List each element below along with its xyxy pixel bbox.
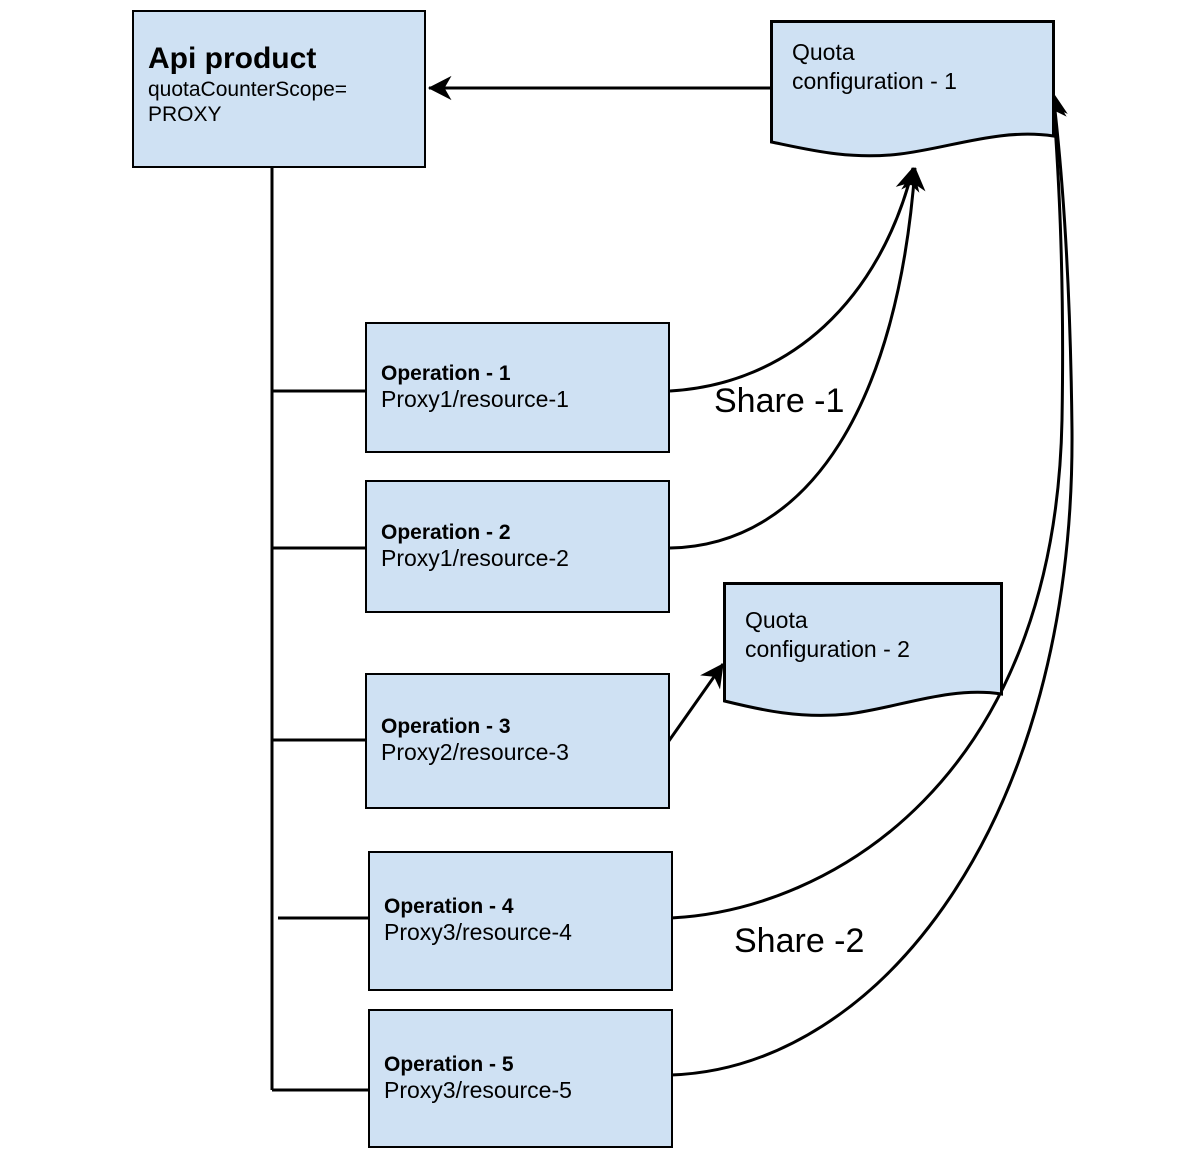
- node-operation-4[interactable]: Operation - 4 Proxy3/resource-4: [368, 851, 673, 991]
- document-shape-icon: [723, 582, 1003, 717]
- node-operation-2[interactable]: Operation - 2 Proxy1/resource-2: [365, 480, 670, 613]
- api-product-subtitle: quotaCounterScope= PROXY: [148, 78, 348, 126]
- node-api-product[interactable]: Api product quotaCounterScope= PROXY: [132, 10, 426, 168]
- node-operation-3[interactable]: Operation - 3 Proxy2/resource-3: [365, 673, 670, 809]
- operation-4-title: Operation - 4: [384, 895, 514, 919]
- quota-configuration-2-text: Quota configuration - 2: [745, 607, 910, 662]
- edge-op2-to-quota1: [669, 166, 926, 550]
- edge-op3-to-quota2: [664, 663, 725, 746]
- operation-4-subtitle: Proxy3/resource-4: [384, 919, 572, 946]
- edge-label-share-2: Share -2: [734, 922, 865, 960]
- edge-op1-to-quota1: [669, 166, 920, 393]
- operation-1-title: Operation - 1: [381, 361, 511, 385]
- operation-5-title: Operation - 5: [384, 1052, 514, 1076]
- edge-label-share-1: Share -1: [714, 382, 845, 420]
- api-product-title: Api product: [148, 42, 317, 75]
- node-quota-configuration-1[interactable]: Quota configuration - 1: [770, 20, 1055, 160]
- operation-3-subtitle: Proxy2/resource-3: [381, 739, 569, 766]
- operation-3-title: Operation - 3: [381, 715, 511, 739]
- operation-1-subtitle: Proxy1/resource-1: [381, 385, 569, 412]
- operation-5-subtitle: Proxy3/resource-5: [384, 1076, 572, 1103]
- document-shape-icon: [770, 20, 1055, 158]
- edge-op4-to-quota1: [670, 93, 1067, 920]
- operation-2-subtitle: Proxy1/resource-2: [381, 544, 569, 571]
- node-quota-configuration-2[interactable]: Quota configuration - 2: [723, 582, 1003, 719]
- quota-configuration-1-text: Quota configuration - 1: [792, 39, 957, 94]
- node-operation-5[interactable]: Operation - 5 Proxy3/resource-5: [368, 1009, 673, 1148]
- node-operation-1[interactable]: Operation - 1 Proxy1/resource-1: [365, 322, 670, 453]
- operation-2-title: Operation - 2: [381, 520, 511, 544]
